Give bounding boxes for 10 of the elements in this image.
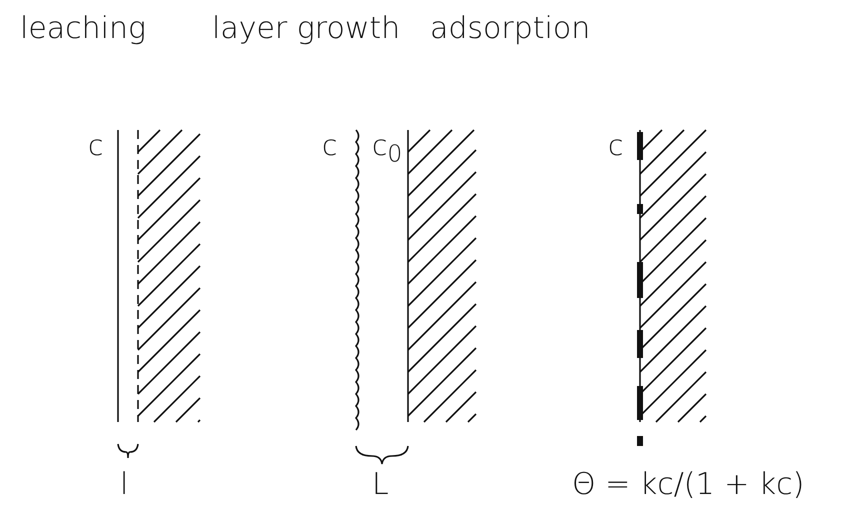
isotherm-equation: Θ = kc/(1 + kc) [572, 470, 804, 500]
thickness-label: l [120, 470, 128, 500]
concentration-label: c$_{0}$ [372, 132, 402, 166]
concentration-label: c [608, 132, 624, 160]
panel-heading: adsorption [430, 14, 590, 44]
concentration-label: c [322, 132, 338, 160]
panel-heading: leaching [20, 14, 146, 44]
panel-heading: layer growth [212, 14, 400, 44]
concentration-label: c [88, 132, 104, 160]
thickness-label: L [372, 470, 389, 500]
